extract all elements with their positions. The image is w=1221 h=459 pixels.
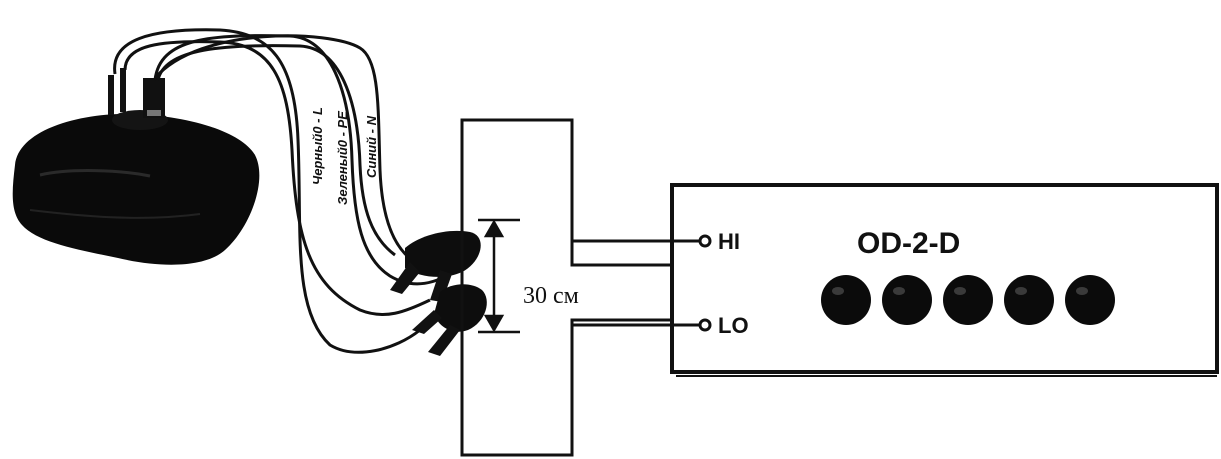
knob-4 xyxy=(1004,275,1054,325)
terminal-lo-label: LO xyxy=(718,313,749,338)
knob-5 xyxy=(1065,275,1115,325)
knob-3 xyxy=(943,275,993,325)
tested-device xyxy=(12,110,260,265)
knob-highlight xyxy=(1015,287,1027,295)
knob-highlight xyxy=(1076,287,1088,295)
dimension-marker xyxy=(478,218,520,334)
power-plug xyxy=(108,68,165,118)
terminal-hi: HI xyxy=(698,229,740,254)
wire-label-black-l: Черный0 - L xyxy=(310,107,325,185)
knob-1 xyxy=(821,275,871,325)
dimension-label: 30 см xyxy=(523,283,579,309)
instrument-knobs xyxy=(821,275,1115,325)
terminal-hi-label: HI xyxy=(718,229,740,254)
knob-highlight xyxy=(954,287,966,295)
wire-label-green-pe: Зеленый0 - PE xyxy=(335,111,350,205)
wire-label-blue-n: Синий - N xyxy=(364,115,379,178)
wire-labels: Черный0 - L Зеленый0 - PE Синий - N xyxy=(310,107,379,205)
current-clamp-lower xyxy=(412,284,487,356)
test-leads xyxy=(572,239,700,327)
instrument-name: OD-2-D xyxy=(857,227,960,260)
knob-2 xyxy=(882,275,932,325)
instrument-body xyxy=(670,183,1219,374)
cable-bundle xyxy=(113,28,449,354)
knob-highlight xyxy=(832,287,844,295)
knob-highlight xyxy=(893,287,905,295)
